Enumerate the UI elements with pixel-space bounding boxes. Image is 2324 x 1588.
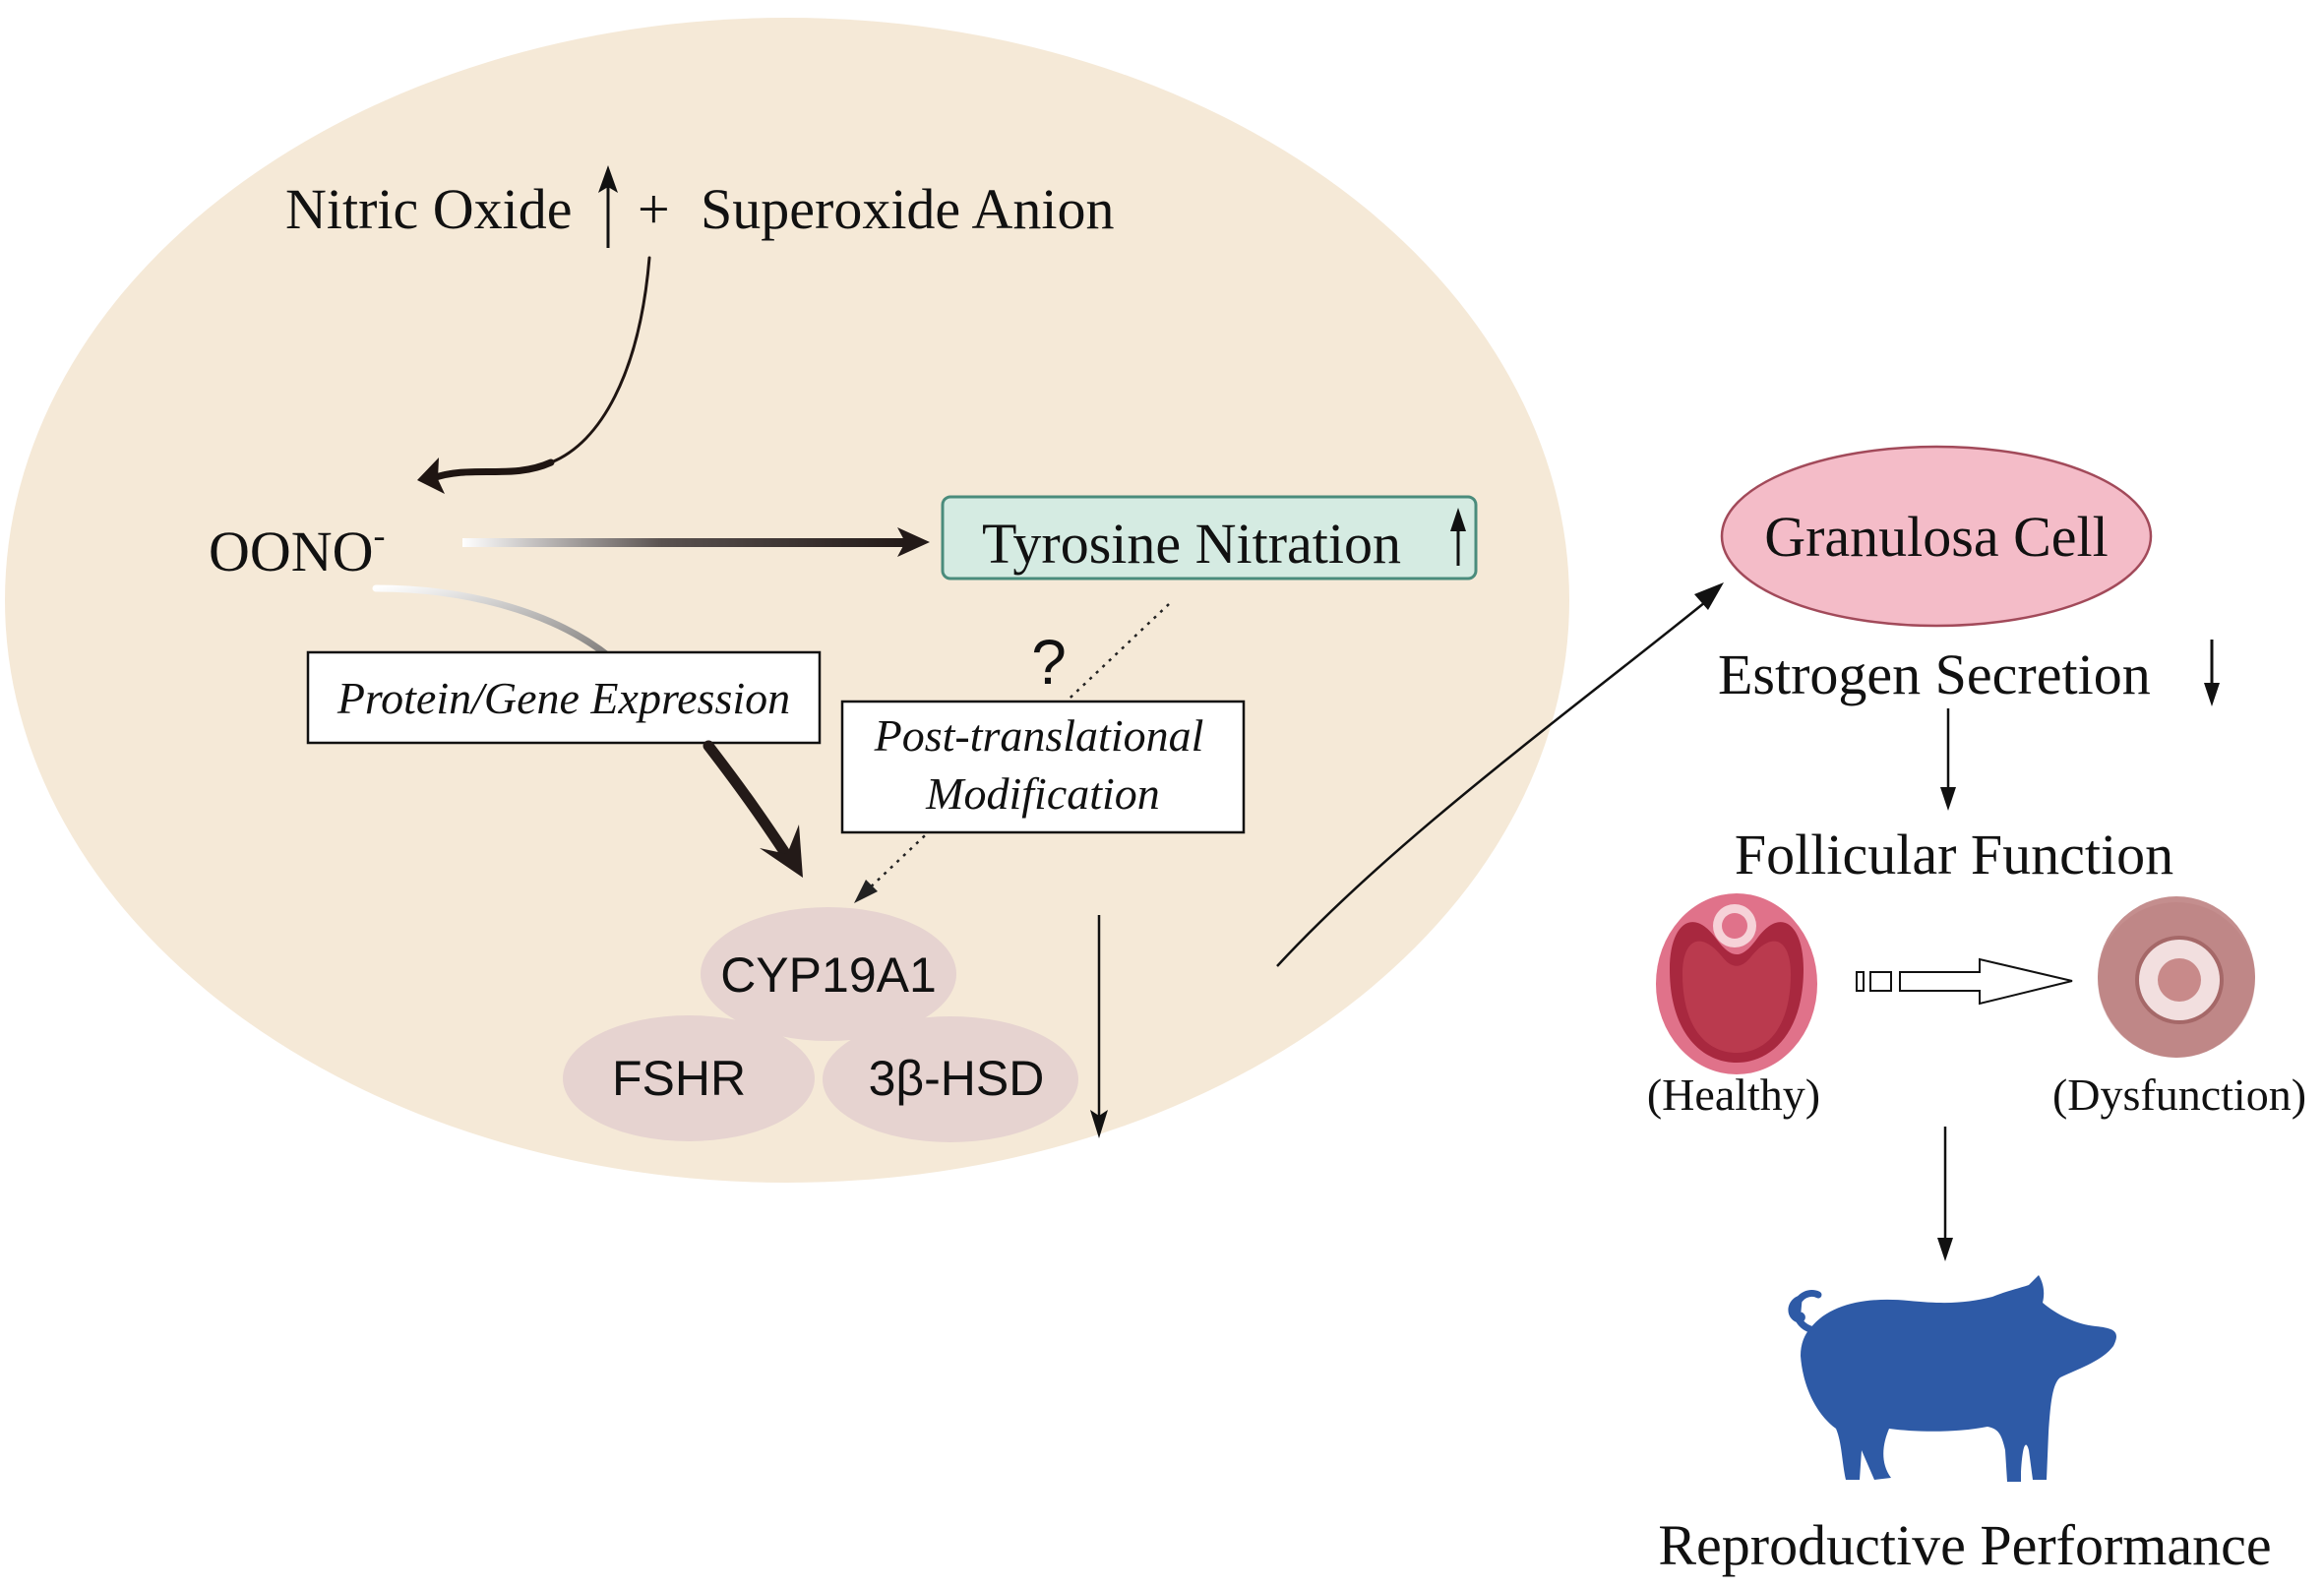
cyp19a1-label: CYP19A1 [720,947,937,1003]
peroxynitrite-charge: - [374,516,386,555]
plus-sign: + [638,177,670,241]
post-translational-line1: Post-translational [874,710,1204,761]
tyrosine-up-arrow-icon [1450,508,1466,566]
reaction-arrow-icon [417,256,651,494]
granulosa-cell-label: Granulosa Cell [1764,505,2109,569]
question-mark: ? [1031,627,1067,698]
post-translational-line2: Modification [925,768,1160,819]
cyp19a1-ellipse [701,907,956,1041]
protein-gene-expression-label: Protein/Gene Expression [336,673,790,723]
hsd-ellipse [823,1016,1078,1142]
to-follicular-arrow-icon [1940,708,1956,811]
dysfunction-transition-arrow-icon [1856,957,2073,1006]
enzymes-down-arrow-icon [1090,915,1108,1138]
nitration-arrow-icon [462,527,930,557]
superoxide-anion-label: Superoxide Anion [701,177,1114,241]
nitric-oxide-up-arrow-icon [598,165,618,248]
peroxynitrite-label: OONO- [209,516,386,583]
nitric-oxide-label: Nitric Oxide [285,177,573,241]
dysfunction-label: (Dysfunction) [2052,1069,2306,1120]
reproductive-performance-label: Reproductive Performance [1658,1513,2271,1577]
estrogen-down-arrow-icon [2204,640,2220,706]
to-reproductive-arrow-icon [1937,1127,1953,1261]
expression-arrow-icon [703,740,803,878]
granulosa-cell-ellipse [1720,445,2153,628]
ptm-dotted-arrow-icon [854,603,1170,903]
healthy-label: (Healthy) [1647,1069,1820,1120]
peroxynitrite-base: OONO [209,519,374,583]
healthy-follicle-icon [1656,893,1817,1074]
post-translational-box [840,700,1246,834]
expression-curve-start [372,584,614,661]
dysfunction-follicle-icon [2098,896,2255,1058]
protein-gene-expression-box [306,650,822,745]
cell-background [5,18,1569,1183]
to-granulosa-arrow-icon [1276,582,1724,967]
pig-icon [1788,1275,2116,1482]
fshr-ellipse [563,1015,815,1141]
estrogen-secretion-label: Estrogen Secretion [1718,642,2151,706]
fshr-label: FSHR [612,1051,746,1106]
tyrosine-nitration-label: Tyrosine Nitration [982,512,1401,576]
tyrosine-nitration-box [941,495,1478,580]
follicular-function-label: Follicular Function [1735,823,2173,886]
hsd-label: 3β-HSD [869,1051,1045,1106]
